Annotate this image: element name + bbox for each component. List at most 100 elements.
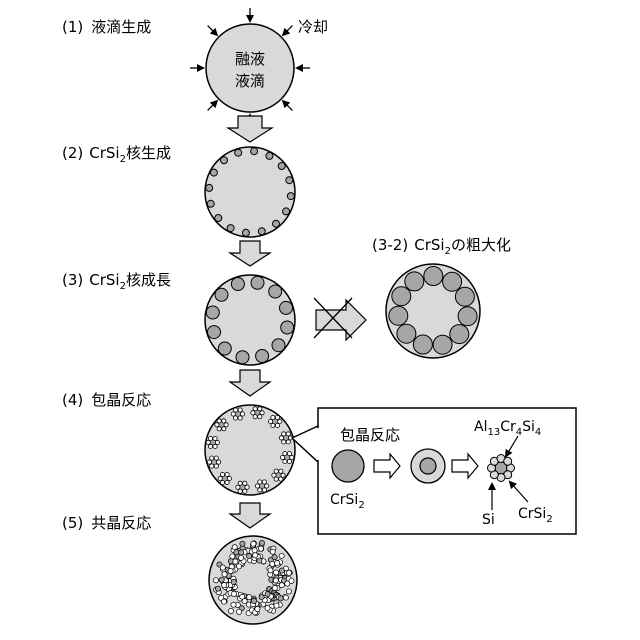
eutectic-grain	[286, 570, 291, 575]
crsi2-grain	[251, 276, 264, 289]
eutectic-grain	[279, 553, 284, 558]
droplet-nucleation	[205, 147, 295, 237]
crsi2-grain	[280, 301, 293, 314]
cluster-shell	[290, 455, 294, 459]
cluster-shell	[504, 457, 512, 465]
crsi2-nucleus	[206, 184, 213, 191]
eutectic-grain	[270, 561, 275, 566]
cluster-shell	[210, 464, 214, 468]
step5: (5)共晶反応	[62, 514, 297, 624]
eutectic-grain	[221, 599, 226, 604]
melt-droplet	[206, 24, 294, 112]
cluster-shell	[215, 423, 219, 427]
eutectic-grain	[253, 553, 258, 558]
cluster-shell	[207, 460, 211, 464]
cluster-shell	[255, 484, 259, 488]
cluster-shell	[236, 485, 240, 489]
eutectic-grain	[247, 595, 252, 600]
crsi2-nucleus	[251, 148, 258, 155]
eutectic-grain	[270, 549, 275, 554]
crsi2-grain	[206, 306, 219, 319]
callout-pointer	[292, 426, 318, 462]
inset-si-label: Si	[482, 512, 495, 528]
cluster-shell	[215, 440, 219, 444]
cluster-shell	[287, 459, 291, 463]
cluster-shell	[214, 456, 218, 460]
crsi2-nucleus	[266, 152, 273, 159]
cluster-shell	[240, 412, 244, 416]
cluster-shell	[282, 440, 286, 444]
process-arrow-2	[230, 241, 270, 266]
cluster-shell	[258, 480, 262, 484]
step4: (4)包晶反応	[62, 391, 318, 495]
eutectic-grain	[257, 558, 262, 563]
crsi2-nucleus	[287, 193, 294, 200]
droplet-text-line1: 融液	[235, 50, 265, 68]
cluster-shell	[210, 456, 214, 460]
crsi2-coarse-grain	[455, 287, 474, 306]
step5-label: (5)共晶反応	[62, 514, 151, 532]
step4-label: (4)包晶反応	[62, 391, 151, 409]
cluster-shell	[225, 480, 229, 484]
peritectic-inset: 包晶反応 CrSi2 Al13Cr4Si4 Si CrSi2	[318, 408, 576, 534]
crsi2-grain	[231, 278, 244, 291]
eutectic-grain	[278, 596, 283, 601]
cluster-shell	[238, 481, 242, 485]
crsi2-coarse-grain	[389, 306, 408, 325]
eutectic-grain	[258, 546, 263, 551]
eutectic-grain	[219, 577, 224, 582]
cluster-shell	[238, 408, 242, 412]
cluster-shell	[245, 485, 249, 489]
cluster-shell	[275, 423, 279, 427]
cluster-shell	[214, 464, 218, 468]
eutectic-grain	[265, 606, 270, 611]
eutectic-grain	[272, 585, 277, 590]
eutectic-grain	[265, 592, 270, 597]
crsi2-grain	[208, 326, 221, 339]
crsi2-coarse-grain	[397, 324, 416, 343]
process-arrow-4	[230, 503, 270, 528]
cluster-shell	[279, 469, 283, 473]
coated-particle-core	[420, 458, 436, 474]
eutectic-grain	[215, 586, 220, 591]
cluster-shell	[262, 488, 266, 492]
eutectic-grain	[274, 603, 279, 608]
cluster-shell	[243, 481, 247, 485]
cooling-label: 冷却	[298, 18, 328, 36]
cluster-shell	[271, 423, 275, 427]
cluster-shell	[258, 488, 262, 492]
cooling-arrow	[208, 26, 217, 35]
eutectic-grain	[259, 595, 264, 600]
crsi2-nucleus	[227, 225, 234, 232]
eutectic-grain	[213, 578, 218, 583]
cluster-shell	[271, 415, 275, 419]
eutectic-grain	[234, 550, 239, 555]
eutectic-grain	[274, 570, 279, 575]
crsi2-coarse-grain	[450, 325, 469, 344]
crsi2-grain	[236, 351, 249, 364]
eutectic-grain	[251, 541, 256, 546]
cluster-shell	[253, 415, 257, 419]
eutectic-grain	[268, 568, 273, 573]
eutectic-grain	[286, 589, 291, 594]
cluster-shell	[243, 489, 247, 493]
cluster-shell	[282, 432, 286, 436]
eutectic-grain	[275, 561, 280, 566]
cluster-shell	[283, 459, 287, 463]
eutectic-grain	[228, 608, 233, 613]
cluster-shell	[222, 427, 226, 431]
eutectic-grain	[279, 568, 284, 573]
cooling-arrow	[283, 101, 292, 110]
eutectic-grain	[247, 554, 252, 559]
cluster-shell	[217, 460, 221, 464]
eutectic-grain	[236, 609, 241, 614]
cluster-shell	[213, 436, 217, 440]
crsi2-nucleus	[242, 229, 249, 236]
crsi2-grain	[218, 342, 231, 355]
step2-label: (2)CrSi2核生成	[62, 144, 171, 165]
cluster-shell	[234, 416, 238, 420]
cluster-shell	[258, 407, 262, 411]
step2: (2)CrSi2核生成	[62, 144, 295, 237]
crsi2-nucleus	[210, 169, 217, 176]
